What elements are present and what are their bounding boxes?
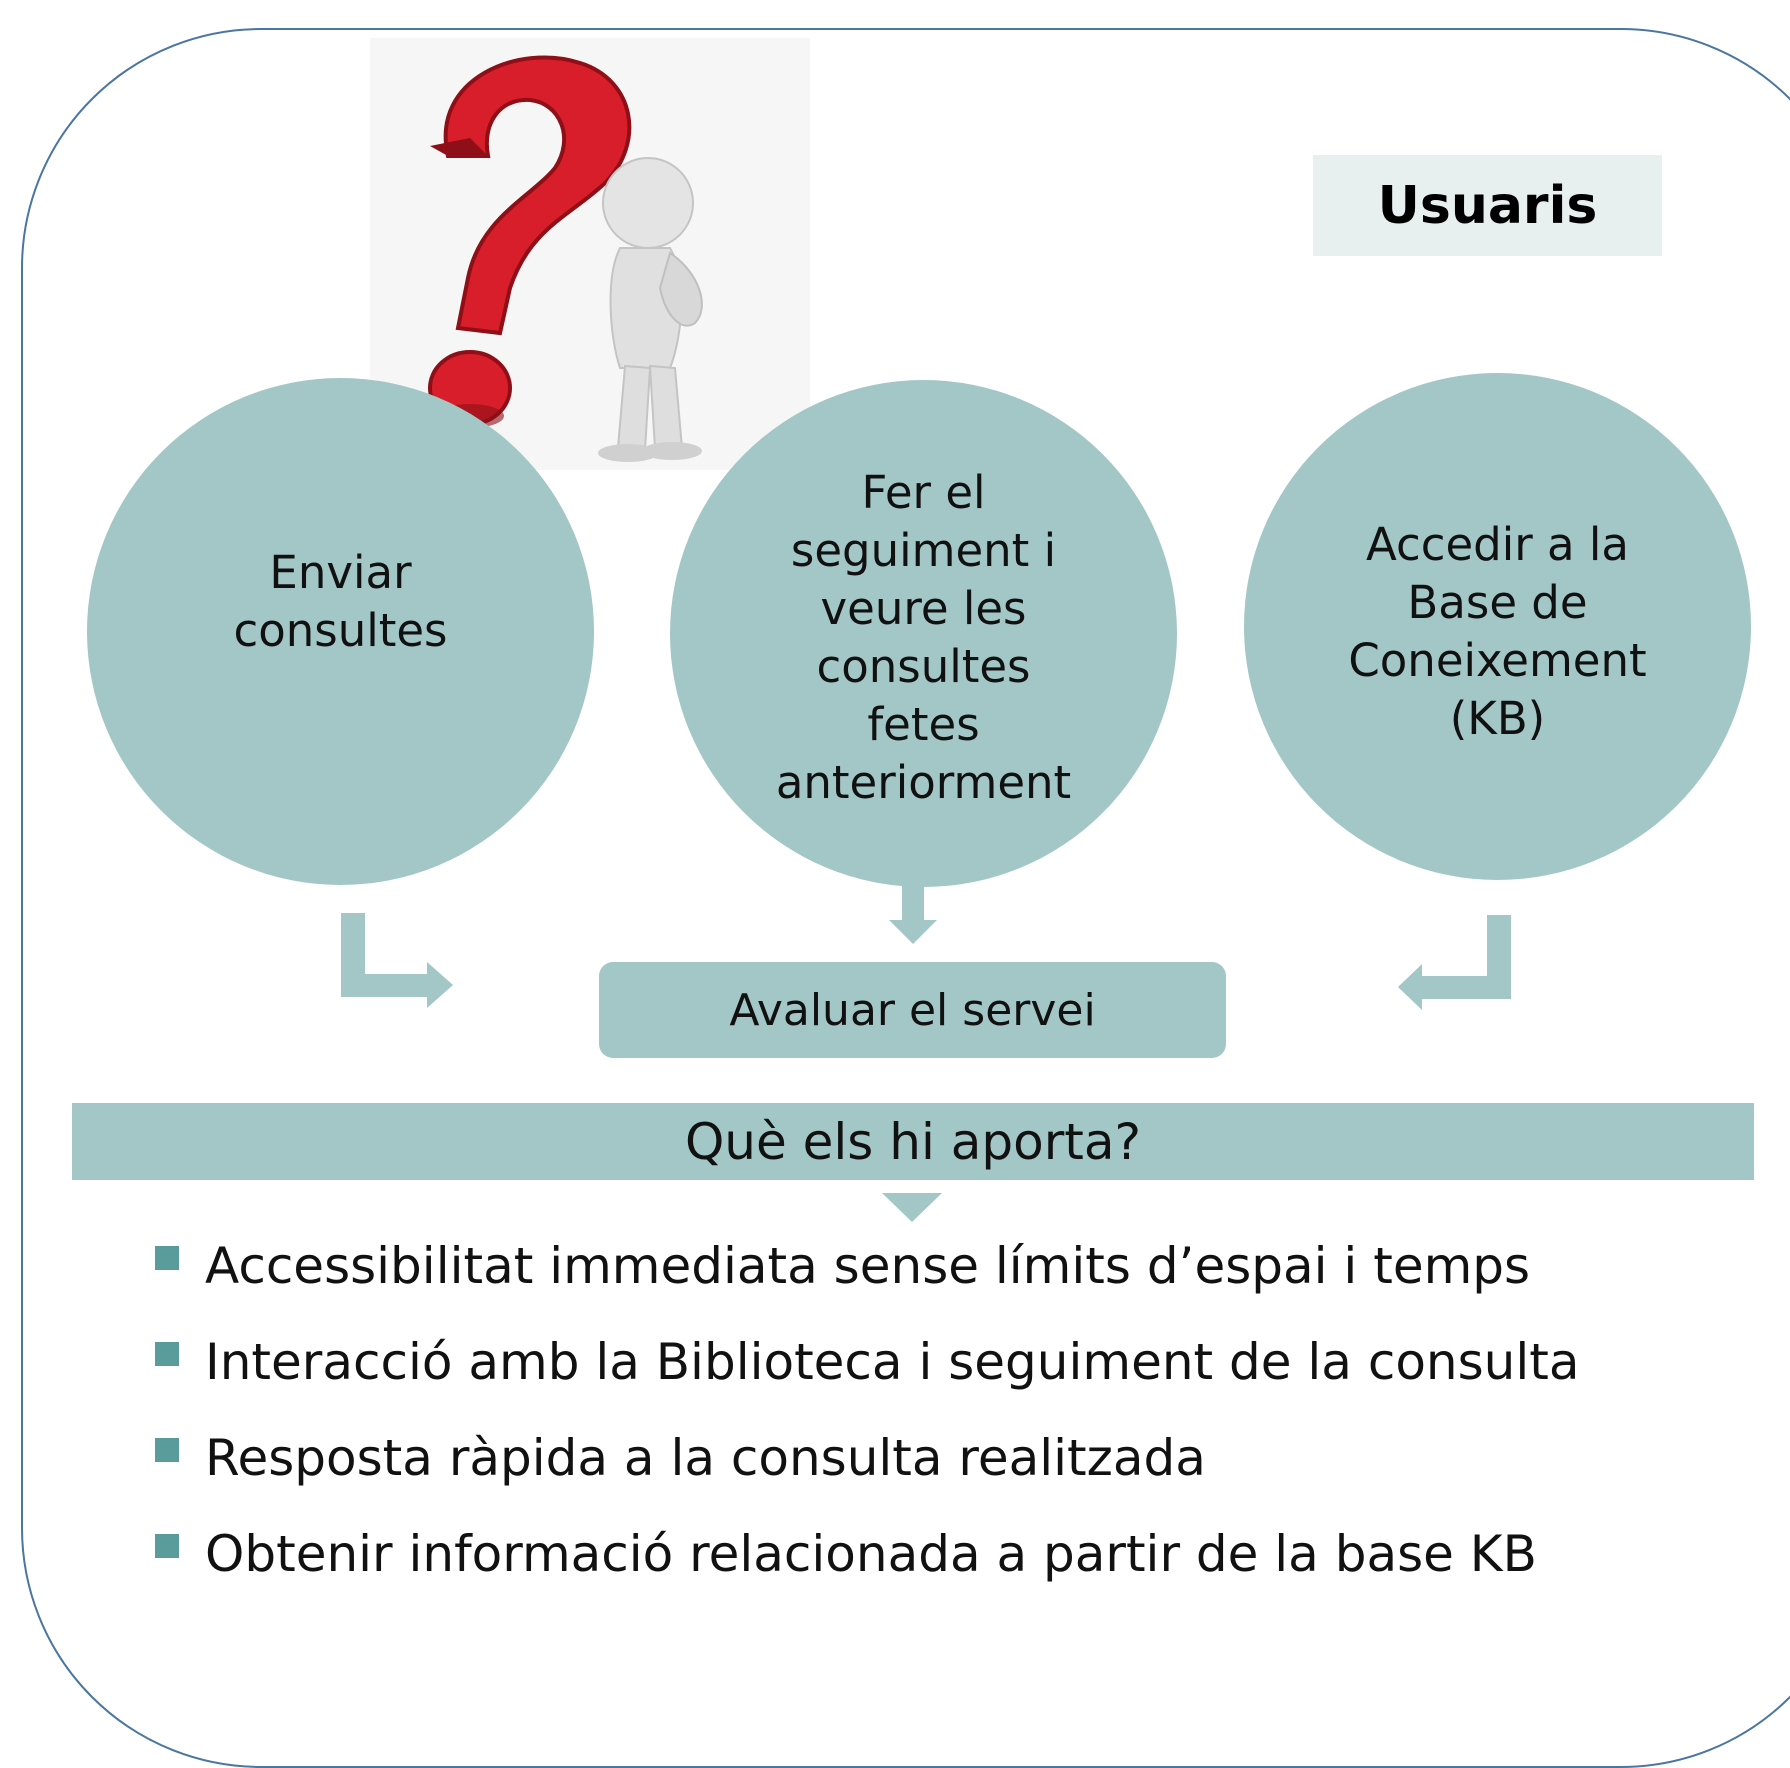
benefit-text: Resposta ràpida a la consulta realitzada: [205, 1429, 1206, 1487]
benefits-heading-band: Què els hi aporta?: [72, 1103, 1754, 1180]
circle-track-queries-label: Fer el seguiment i veure les consultes f…: [775, 465, 1072, 809]
benefits-list: Accessibilitat immediata sense límits d’…: [155, 1232, 1580, 1616]
question-mark-thinking-person-icon: [370, 38, 810, 470]
circle-access-kb-label: Accedir a la Base de Coneixement (KB): [1348, 517, 1647, 745]
list-item: Accessibilitat immediata sense límits d’…: [155, 1232, 1580, 1328]
evaluate-service-label: Avaluar el servei: [729, 984, 1096, 1036]
users-label: Usuaris: [1377, 175, 1598, 236]
circle-send-queries-label: Enviar consultes: [233, 545, 448, 657]
square-bullet-icon: [155, 1342, 179, 1366]
benefits-heading: Què els hi aporta?: [684, 1112, 1142, 1171]
square-bullet-icon: [155, 1534, 179, 1558]
benefit-text: Accessibilitat immediata sense límits d’…: [205, 1237, 1531, 1295]
benefit-text: Obtenir informació relacionada a partir …: [205, 1525, 1537, 1583]
evaluate-service-box: Avaluar el servei: [599, 962, 1226, 1058]
list-item: Interacció amb la Biblioteca i seguiment…: [155, 1328, 1580, 1424]
benefit-text: Interacció amb la Biblioteca i seguiment…: [205, 1333, 1580, 1391]
circle-access-kb: Accedir a la Base de Coneixement (KB): [1244, 373, 1751, 880]
users-label-box: Usuaris: [1313, 155, 1662, 256]
square-bullet-icon: [155, 1438, 179, 1462]
circle-send-queries: Enviar consultes: [87, 378, 594, 885]
list-item: Resposta ràpida a la consulta realitzada: [155, 1424, 1580, 1520]
list-item: Obtenir informació relacionada a partir …: [155, 1520, 1580, 1616]
circle-track-queries: Fer el seguiment i veure les consultes f…: [670, 380, 1177, 887]
square-bullet-icon: [155, 1246, 179, 1270]
